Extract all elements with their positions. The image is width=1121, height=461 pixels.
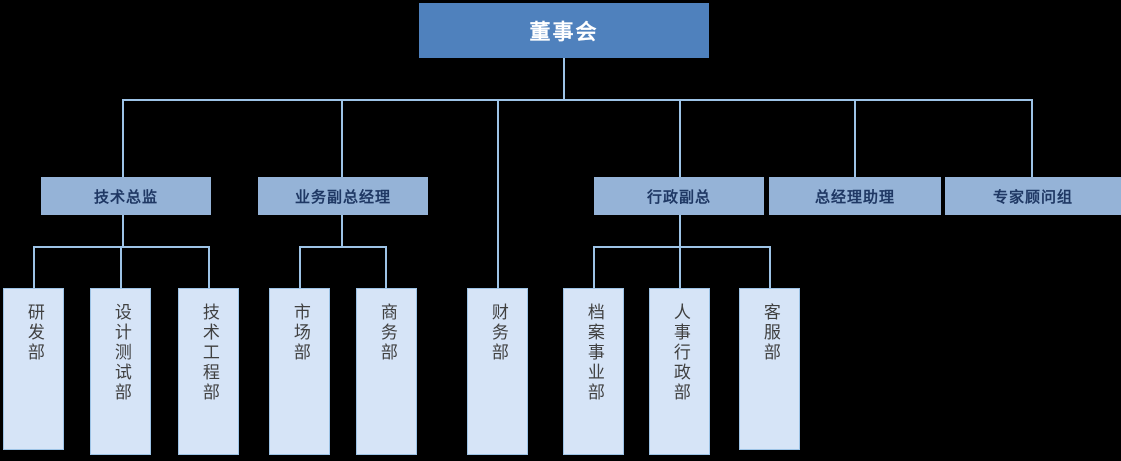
connector-drop-vp-business [341, 99, 343, 177]
node-label: 行政副总 [646, 188, 711, 206]
node-rd-dept[interactable]: 研发部 [3, 288, 64, 450]
connector-drop-market-dept [299, 246, 301, 288]
node-label: 专家顾问组 [992, 188, 1073, 206]
node-design-test-dept[interactable]: 设计测试部 [90, 288, 151, 455]
node-gm-assistant[interactable]: 总经理助理 [769, 177, 941, 215]
connector-drop-rd-dept [33, 246, 35, 288]
connector-drop-business-dept [385, 246, 387, 288]
node-label: 业务副总经理 [294, 188, 391, 206]
connector-drop-hr-admin-dept [679, 246, 681, 288]
node-archive-dept[interactable]: 档案事业部 [563, 288, 624, 455]
node-service-dept[interactable]: 客服部 [739, 288, 800, 450]
connector-drop-finance-dept [497, 99, 499, 288]
node-label: 市场部 [290, 303, 310, 363]
node-label: 研发部 [24, 303, 44, 363]
connector-drop-vp-admin [679, 99, 681, 177]
connector-stem-tech-director [122, 214, 124, 247]
node-vp-admin[interactable]: 行政副总 [594, 177, 764, 215]
connector-bus-vp-business [299, 246, 387, 248]
connector-main-bus [122, 99, 1032, 101]
node-label: 人事行政部 [670, 303, 690, 403]
node-label: 财务部 [488, 303, 508, 363]
node-label: 董事会 [529, 20, 599, 44]
connector-drop-gm-assistant [854, 99, 856, 177]
node-label: 总经理助理 [814, 188, 895, 206]
connector-drop-expert-group [1031, 99, 1033, 177]
connector-drop-design-test-dept [120, 246, 122, 288]
node-expert-group[interactable]: 专家顾问组 [945, 177, 1121, 215]
node-label: 技术工程部 [199, 303, 219, 403]
connector-stem-vp-business [341, 214, 343, 247]
node-finance-dept[interactable]: 财务部 [467, 288, 528, 455]
node-tech-eng-dept[interactable]: 技术工程部 [178, 288, 239, 455]
connector-drop-tech-director [122, 99, 124, 177]
node-label: 商务部 [377, 303, 397, 363]
node-label: 客服部 [760, 303, 780, 363]
connector-bus-vp-admin [593, 246, 771, 248]
connector-drop-service-dept [769, 246, 771, 288]
node-hr-admin-dept[interactable]: 人事行政部 [649, 288, 710, 455]
node-market-dept[interactable]: 市场部 [269, 288, 330, 455]
node-business-dept[interactable]: 商务部 [356, 288, 417, 455]
node-label: 档案事业部 [584, 303, 604, 403]
node-label: 技术总监 [93, 188, 158, 206]
node-tech-director[interactable]: 技术总监 [41, 177, 211, 215]
connector-drop-tech-eng-dept [208, 246, 210, 288]
connector-stem-vp-admin [679, 214, 681, 247]
node-board-of-directors[interactable]: 董事会 [419, 3, 709, 58]
node-label: 设计测试部 [111, 303, 131, 403]
node-vp-business[interactable]: 业务副总经理 [258, 177, 428, 215]
connector-root-stem [563, 58, 565, 100]
connector-drop-archive-dept [593, 246, 595, 288]
